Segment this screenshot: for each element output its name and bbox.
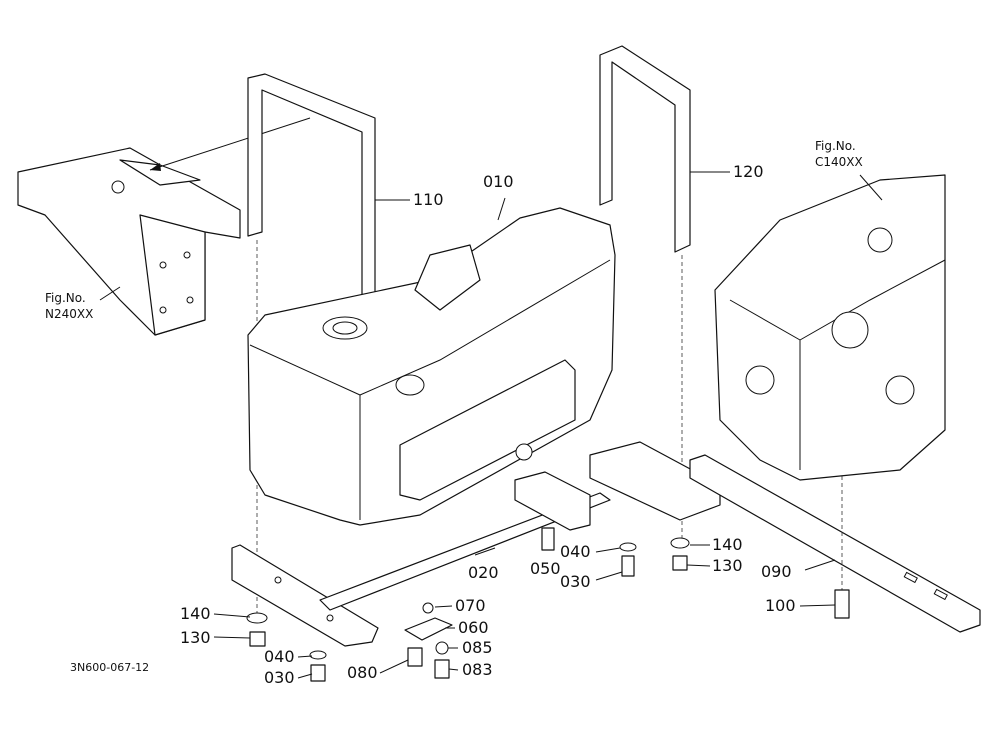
label-040a: 040 bbox=[264, 647, 295, 666]
label-140b: 140 bbox=[712, 535, 743, 554]
ref-c140-line2: C140XX bbox=[815, 155, 863, 169]
label-050: 050 bbox=[530, 559, 561, 578]
leader-lines bbox=[99, 286, 836, 679]
label-020: 020 bbox=[468, 563, 499, 582]
rail-090 bbox=[689, 454, 981, 633]
fasteners bbox=[246, 527, 850, 682]
transmission-housing-c140 bbox=[714, 174, 946, 481]
label-030a: 030 bbox=[264, 668, 295, 687]
fuel-tank-010 bbox=[247, 197, 616, 526]
ref-n240-line2: N240XX bbox=[45, 307, 93, 321]
left-bracket-n240 bbox=[17, 117, 311, 336]
label-080: 080 bbox=[347, 663, 378, 682]
label-130b: 130 bbox=[712, 556, 743, 575]
drawing-code: 3N600-067-12 bbox=[70, 661, 149, 674]
reference-n240: Fig.No. N240XX bbox=[45, 291, 93, 321]
label-030b: 030 bbox=[560, 572, 591, 591]
ref-n240-line1: Fig.No. bbox=[45, 291, 86, 305]
label-120: 120 bbox=[733, 162, 764, 181]
label-010: 010 bbox=[483, 172, 514, 191]
reference-c140: Fig.No. C140XX bbox=[815, 139, 863, 169]
label-070: 070 bbox=[455, 596, 486, 615]
label-100: 100 bbox=[765, 596, 796, 615]
label-140a: 140 bbox=[180, 604, 211, 623]
support-frame-020 bbox=[231, 441, 721, 647]
label-040b: 040 bbox=[560, 542, 591, 561]
label-085: 085 bbox=[462, 638, 493, 657]
strap-120 bbox=[599, 45, 730, 540]
label-130a: 130 bbox=[180, 628, 211, 647]
label-083: 083 bbox=[462, 660, 493, 679]
label-090: 090 bbox=[761, 562, 792, 581]
label-110: 110 bbox=[413, 190, 444, 209]
ref-c140-line1: Fig.No. bbox=[815, 139, 856, 153]
label-060: 060 bbox=[458, 618, 489, 637]
